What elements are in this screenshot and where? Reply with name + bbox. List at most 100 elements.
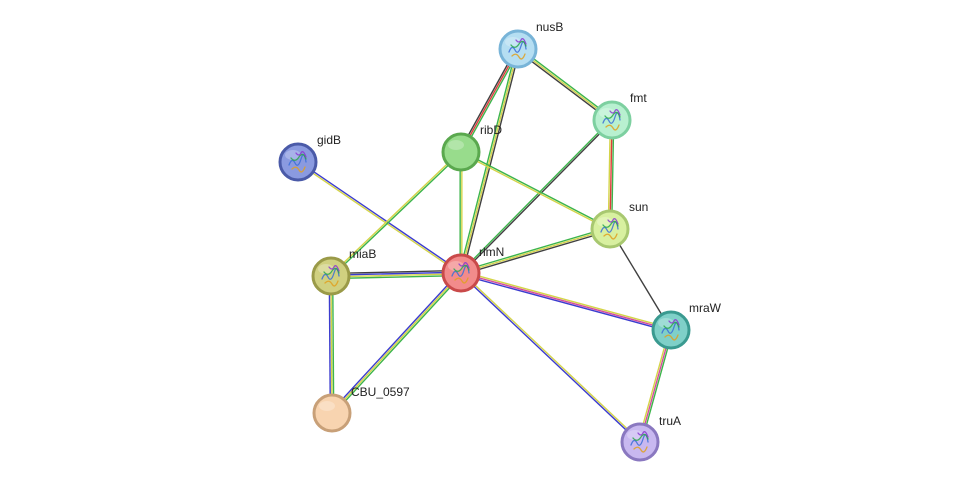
edge-evidence-line xyxy=(461,49,521,274)
node-CBU_0597[interactable]: CBU_0597 xyxy=(312,385,410,433)
node-highlight xyxy=(505,37,521,47)
node-label: ribD xyxy=(480,123,502,137)
node-highlight xyxy=(627,430,643,440)
edge-evidence-line xyxy=(460,48,519,274)
node-circle xyxy=(651,310,691,350)
node-highlight xyxy=(658,318,674,328)
edge-evidence-line xyxy=(461,229,611,276)
node-circle xyxy=(498,29,538,69)
edge-evidence-line xyxy=(332,273,463,415)
edge-rlmN-ribD[interactable] xyxy=(459,152,463,273)
protein-structure-icon xyxy=(661,319,680,341)
node-circle xyxy=(278,142,318,182)
node-ribD[interactable]: ribD xyxy=(441,123,502,172)
node-highlight xyxy=(318,264,334,274)
edge-evidence-line xyxy=(329,150,461,276)
edge-miaB-CBU_0597[interactable] xyxy=(328,275,335,414)
edge-evidence-line xyxy=(460,226,610,273)
edge-evidence-line xyxy=(461,271,642,442)
edge-rlmN-truA[interactable] xyxy=(459,271,642,444)
node-label: truA xyxy=(659,414,681,428)
protein-structure-icon xyxy=(508,38,527,60)
edge-evidence-line xyxy=(298,160,462,273)
edge-evidence-line xyxy=(297,162,461,275)
edge-evidence-line xyxy=(461,49,521,154)
node-miaB[interactable]: miaB xyxy=(311,247,376,296)
node-circle xyxy=(592,100,632,140)
edge-evidence-line xyxy=(331,273,462,278)
edge-evidence-line xyxy=(460,273,671,333)
node-mraW[interactable]: mraW xyxy=(651,301,722,350)
node-circle xyxy=(441,253,481,293)
edge-evidence-line xyxy=(459,118,612,273)
edge-evidence-line xyxy=(460,152,610,231)
edge-layer xyxy=(297,47,674,444)
protein-structure-icon xyxy=(321,265,340,287)
protein-structure-icon xyxy=(288,151,307,173)
protein-structure-icon xyxy=(451,262,470,284)
edge-evidence-line xyxy=(461,270,672,330)
edge-evidence-line xyxy=(458,47,518,152)
node-label: mraW xyxy=(689,301,722,315)
node-layer: rlmN nusB fmt ribD gidB sun miaB mraW CBU_0597tr… xyxy=(278,20,722,462)
edge-rlmN-nusB[interactable] xyxy=(458,48,521,274)
node-highlight xyxy=(597,217,613,227)
edge-evidence-line xyxy=(330,271,461,276)
edge-ribD-miaB[interactable] xyxy=(329,150,463,278)
node-label: gidB xyxy=(317,133,341,147)
node-highlight xyxy=(448,261,464,271)
node-rlmN[interactable]: rlmN xyxy=(441,245,504,293)
edge-nusB-ribD[interactable] xyxy=(458,47,521,154)
edge-rlmN-fmt[interactable] xyxy=(459,118,614,275)
node-highlight xyxy=(599,108,615,118)
node-nusB[interactable]: nusB xyxy=(498,20,563,69)
edge-evidence-line xyxy=(331,274,462,280)
edge-evidence-line xyxy=(460,48,519,153)
edge-evidence-line xyxy=(460,228,611,274)
edge-evidence-line xyxy=(516,49,612,122)
edge-evidence-line xyxy=(609,228,672,331)
edge-nusB-fmt[interactable] xyxy=(516,47,614,122)
node-circle xyxy=(590,209,630,249)
node-circle xyxy=(311,256,351,296)
protein-structure-icon xyxy=(600,218,619,240)
node-highlight xyxy=(319,401,335,411)
edge-evidence-line xyxy=(330,275,333,414)
node-label: nusB xyxy=(536,20,563,34)
node-circle xyxy=(312,393,352,433)
edge-evidence-line xyxy=(331,272,462,414)
edge-sun-mraW[interactable] xyxy=(609,228,672,331)
edge-rlmN-gidB[interactable] xyxy=(297,160,462,275)
protein-structure-icon xyxy=(602,109,621,131)
edge-evidence-line xyxy=(330,271,461,413)
node-circle xyxy=(620,422,660,462)
edge-evidence-line xyxy=(460,272,672,331)
edge-rlmN-mraW[interactable] xyxy=(460,270,672,333)
edge-rlmN-miaB[interactable] xyxy=(330,269,462,280)
edge-evidence-line xyxy=(461,120,614,275)
edge-evidence-line xyxy=(459,273,640,444)
edge-evidence-line xyxy=(331,152,463,278)
node-label: CBU_0597 xyxy=(351,385,410,399)
node-gidB[interactable]: gidB xyxy=(278,133,341,182)
edge-evidence-line xyxy=(518,47,614,120)
node-label: miaB xyxy=(349,247,376,261)
node-truA[interactable]: truA xyxy=(620,414,681,462)
edge-ribD-sun[interactable] xyxy=(460,150,611,231)
edge-rlmN-sun[interactable] xyxy=(460,226,611,276)
node-fmt[interactable]: fmt xyxy=(592,91,647,140)
edge-evidence-line xyxy=(461,150,611,229)
protein-structure-icon xyxy=(630,431,649,453)
edge-rlmN-CBU_0597[interactable] xyxy=(330,271,463,415)
node-highlight xyxy=(285,150,301,160)
node-sun[interactable]: sun xyxy=(590,200,648,249)
edge-evidence-line xyxy=(331,275,335,413)
node-highlight xyxy=(448,140,464,150)
edge-evidence-line xyxy=(517,48,613,121)
edge-evidence-line xyxy=(328,276,332,414)
node-circle xyxy=(441,132,481,172)
node-label: sun xyxy=(629,200,648,214)
edge-evidence-line xyxy=(330,269,461,275)
node-label: fmt xyxy=(630,91,647,105)
